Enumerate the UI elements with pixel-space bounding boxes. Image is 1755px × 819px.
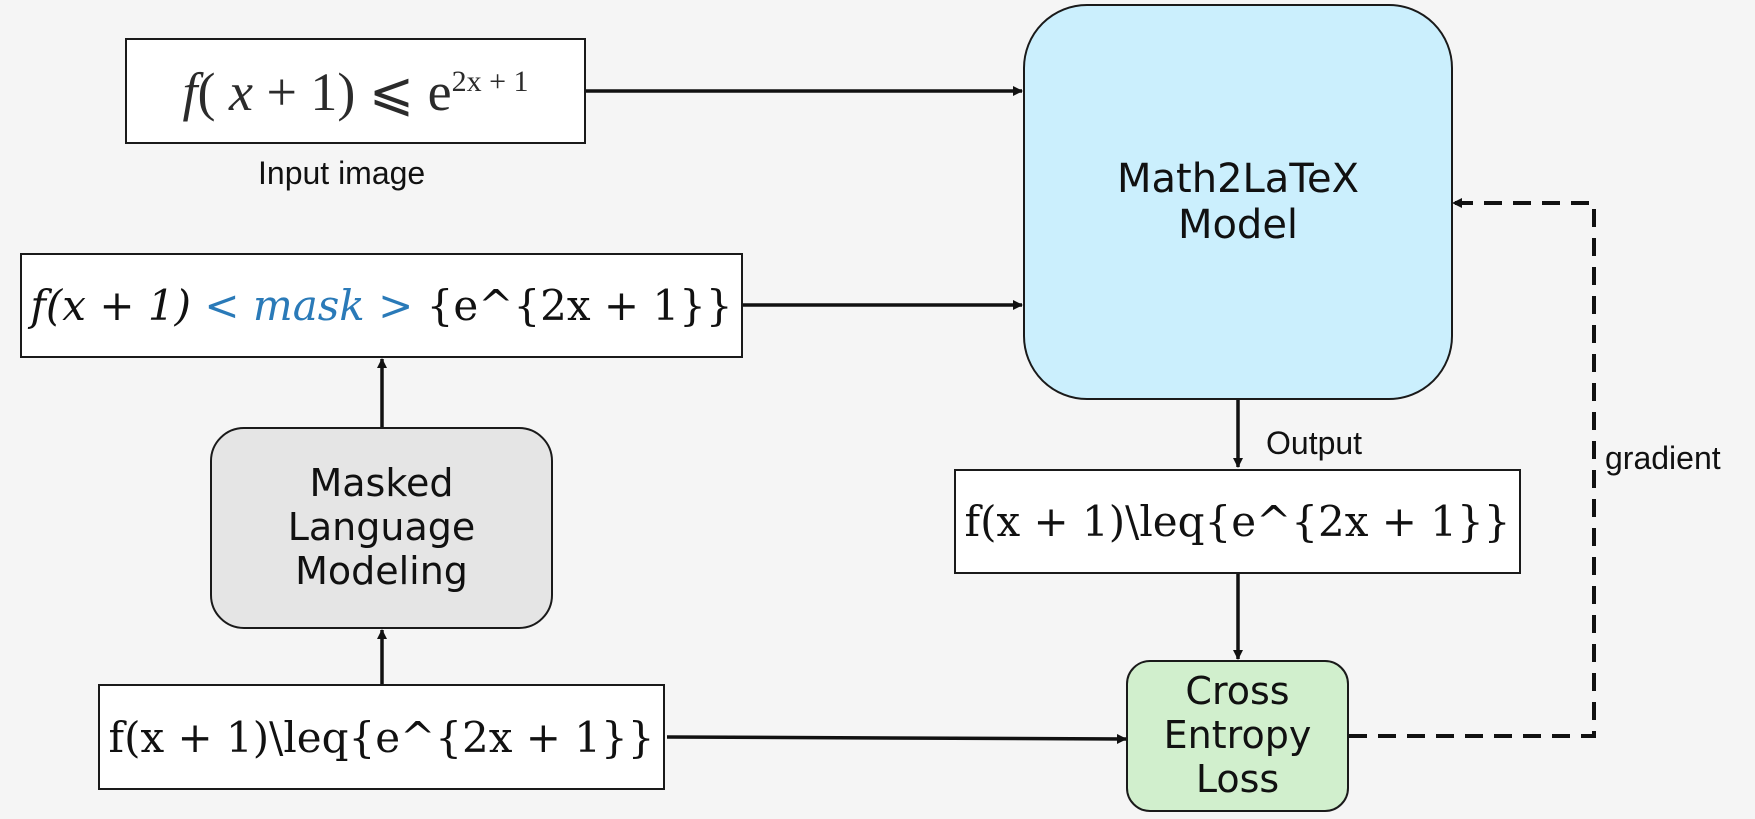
output-formula-box: f(x + 1)\leq{e^{2x + 1}} <box>954 469 1521 574</box>
model-line-1: Math2LaTeX <box>1117 156 1359 202</box>
math2latex-model-block: Math2LaTeX Model <box>1023 4 1453 400</box>
formula-plus-one: + 1) <box>252 61 356 122</box>
formula-x: x <box>228 61 253 122</box>
masked-formula-suffix: {e^{2x + 1}} <box>426 281 733 330</box>
mlm-line-2: Language <box>287 505 476 550</box>
output-formula-text: f(x + 1)\leq{e^{2x + 1}} <box>964 497 1511 546</box>
input-image-formula: f( x + 1) ⩽ e2x + 1 <box>182 60 528 123</box>
loss-line-3: Loss <box>1195 756 1280 801</box>
loss-line-1: Cross <box>1185 669 1290 714</box>
output-label: Output <box>1266 425 1363 461</box>
ground-truth-formula-box: f(x + 1)\leq{e^{2x + 1}} <box>98 684 665 790</box>
masked-language-modeling-block: Masked Language Modeling <box>210 427 553 629</box>
formula-leq: ⩽ <box>368 61 415 122</box>
formula-e: e <box>427 61 452 122</box>
cross-entropy-loss-block: Cross Entropy Loss <box>1126 660 1349 812</box>
mask-token: < mask > <box>204 281 414 330</box>
mlm-line-3: Modeling <box>295 548 468 593</box>
model-line-2: Model <box>1177 202 1299 248</box>
gradient-label: gradient <box>1605 440 1721 476</box>
masked-formula-box: f(x + 1) < mask > {e^{2x + 1}} <box>20 253 743 358</box>
loss-line-2: Entropy <box>1163 713 1312 758</box>
input-image-box: f( x + 1) ⩽ e2x + 1 <box>125 38 586 144</box>
formula-open: ( <box>197 61 216 122</box>
formula-exponent: 2x + 1 <box>451 64 529 98</box>
ground-truth-formula-text: f(x + 1)\leq{e^{2x + 1}} <box>108 712 655 762</box>
formula-f: f <box>182 61 198 122</box>
arrow-truth-to-loss <box>666 733 1127 744</box>
gradient-feedback-dashed-arrow <box>1349 198 1596 738</box>
input-image-caption: Input image <box>258 155 426 191</box>
mlm-line-1: Masked <box>309 461 454 506</box>
masked-formula-prefix: f(x + 1) <box>30 281 191 330</box>
